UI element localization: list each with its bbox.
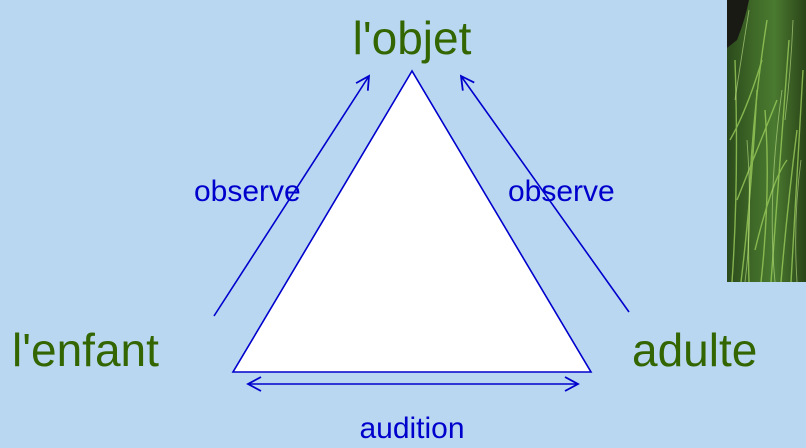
node-objet: l'objet [353, 12, 472, 64]
edge-label-observe-right: observe [508, 175, 615, 208]
dark-corner [727, 0, 749, 48]
observe-arrow-right [459, 74, 630, 313]
observe-arrow-left [213, 74, 371, 317]
node-adulte: adulte [632, 324, 757, 376]
central-triangle [231, 69, 593, 373]
edge-label-audition: audition [359, 412, 464, 445]
edge-label-observe-left: observe [194, 175, 301, 208]
node-enfant: l'enfant [12, 324, 159, 376]
grass-photo [727, 0, 806, 282]
